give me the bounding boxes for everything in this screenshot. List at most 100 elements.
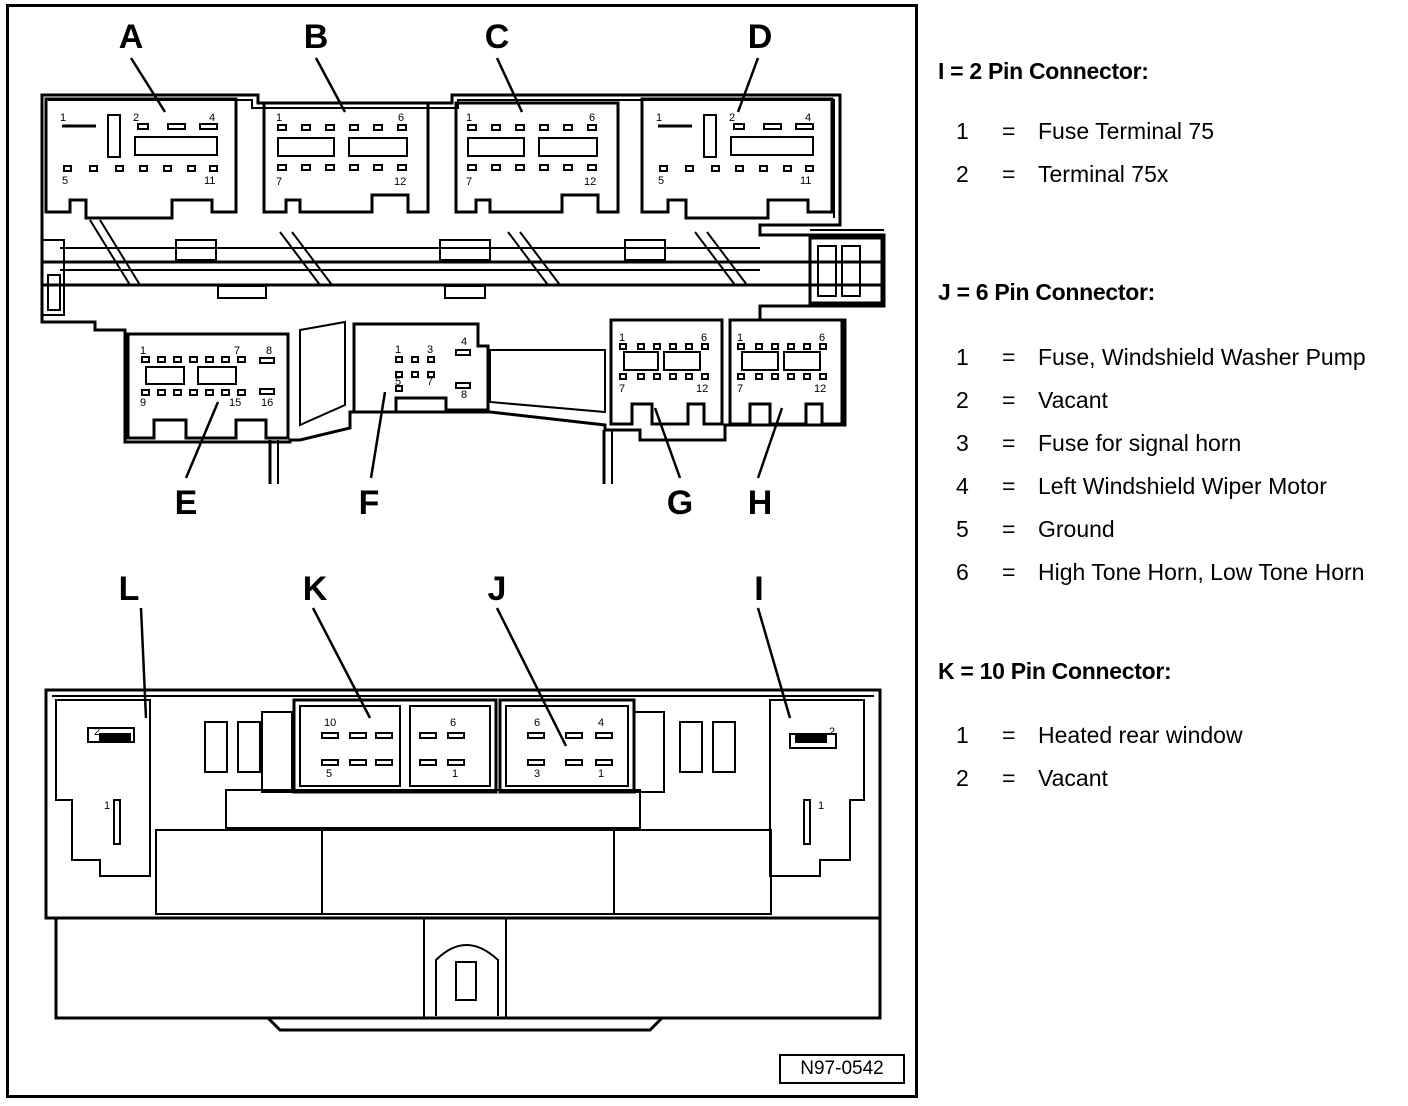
pin-label: 4 [461, 336, 467, 348]
pin-label: 5 [395, 376, 401, 388]
equals-sign: = [1002, 161, 1016, 187]
equals-sign: = [1002, 430, 1016, 456]
legend-row: 1 = Fuse, Windshield Washer Pump [938, 344, 1406, 387]
pin-number: 1 [956, 722, 969, 748]
pin-label: 7 [737, 383, 743, 395]
pin-number: 6 [956, 559, 969, 585]
pin-label: 6 [819, 332, 825, 344]
legend-row: 3 = Fuse for signal horn [938, 430, 1406, 473]
pin-label: 1 [466, 112, 472, 124]
pin-label: 3 [427, 344, 433, 356]
pin-number: 2 [956, 765, 969, 791]
equals-sign: = [1002, 344, 1016, 370]
leader-lines-upper [129, 57, 784, 479]
pin-label: 6 [450, 717, 456, 729]
pin-label: 4 [598, 717, 604, 729]
connector-f-housing [352, 322, 490, 414]
pin-label: 6 [534, 717, 540, 729]
pin-label: 1 [452, 768, 458, 780]
pin-legend: I = 2 Pin Connector: 1 = Fuse Terminal 7… [938, 58, 1406, 808]
pin-label: 7 [619, 383, 625, 395]
equals-sign: = [1002, 118, 1016, 144]
legend-row: 5 = Ground [938, 516, 1406, 559]
pin-label: 4 [209, 112, 215, 124]
connector-b-housing [262, 101, 430, 214]
pin-description: Vacant [1038, 387, 1108, 413]
equals-sign: = [1002, 722, 1016, 748]
equals-sign: = [1002, 516, 1016, 542]
legend-row: 2 = Vacant [938, 765, 1406, 808]
connector-g-housing [609, 318, 724, 426]
pin-label: 16 [261, 397, 273, 409]
pin-label: 1 [140, 345, 146, 357]
pin-label: 1 [276, 112, 282, 124]
legend-row: 2 = Terminal 75x [938, 161, 1406, 204]
connector-l-housing [87, 727, 135, 845]
connector-label-g: G [667, 484, 693, 522]
pin-label: 6 [589, 112, 595, 124]
upper-relay-panel [40, 93, 886, 484]
legend-title-j: J = 6 Pin Connector: [938, 279, 1156, 305]
connector-i-housing [789, 733, 837, 845]
pin-label: 12 [584, 176, 596, 188]
figure-id-text: N97-0542 [800, 1058, 884, 1079]
lower-relay-panel [44, 688, 882, 1032]
pin-description: Left Windshield Wiper Motor [1038, 473, 1327, 499]
pin-number: 1 [956, 344, 969, 370]
connector-diagram: A B C D E F G H L K J I 1 2 4 5 11 1 6 7… [40, 18, 886, 1032]
pin-label: 6 [701, 332, 707, 344]
pin-label: 8 [266, 345, 272, 357]
pin-label: 4 [805, 112, 811, 124]
pin-label: 7 [276, 176, 282, 188]
equals-sign: = [1002, 473, 1016, 499]
pin-label: 5 [62, 175, 68, 187]
pin-label: 5 [658, 175, 664, 187]
legend-title-k: K = 10 Pin Connector: [938, 658, 1172, 684]
pin-label: 11 [800, 175, 811, 187]
pin-label: 12 [696, 383, 708, 395]
pin-number: 2 [956, 161, 969, 187]
pin-label: 7 [427, 376, 433, 388]
diagram-frame [6, 4, 918, 1098]
legend-row: 1 = Fuse Terminal 75 [938, 118, 1406, 161]
connector-label-k: K [303, 570, 328, 608]
connector-label-a: A [119, 18, 144, 56]
pin-number: 4 [956, 473, 969, 499]
pin-label: 1 [818, 800, 824, 812]
pin-number: 1 [956, 118, 969, 144]
legend-row: 2 = Vacant [938, 387, 1406, 430]
pin-label: 11 [204, 175, 215, 187]
connector-h-housing [728, 318, 844, 426]
legend-title-i: I = 2 Pin Connector: [938, 58, 1149, 84]
connector-label-l: L [119, 570, 140, 608]
pin-number: 2 [956, 387, 969, 413]
pin-label: 1 [656, 112, 662, 124]
connector-label-h: H [748, 484, 773, 522]
connector-label-j: J [488, 570, 507, 608]
pin-label: 5 [326, 768, 332, 780]
pin-description: Vacant [1038, 765, 1108, 791]
connector-j-housing [498, 698, 636, 794]
connector-label-b: B [304, 18, 329, 56]
figure-id-box: N97-0542 [779, 1054, 905, 1084]
pin-label: 12 [814, 383, 826, 395]
pin-label: 9 [140, 397, 146, 409]
pin-description: Terminal 75x [1038, 161, 1169, 187]
pin-label: 7 [466, 176, 472, 188]
pin-label: 1 [619, 332, 625, 344]
connector-d-housing [640, 97, 834, 220]
connector-c-housing [454, 101, 620, 214]
connector-label-i: I [754, 570, 763, 608]
legend-row: 1 = Heated rear window [938, 722, 1406, 765]
pin-label: 1 [737, 332, 743, 344]
pin-label: 12 [394, 176, 406, 188]
legend-section-k: K = 10 Pin Connector: 1 = Heated rear wi… [938, 658, 1406, 808]
connector-label-d: D [748, 18, 773, 56]
pin-label: 3 [534, 768, 540, 780]
connector-a-housing [44, 97, 238, 220]
legend-section-i: I = 2 Pin Connector: 1 = Fuse Terminal 7… [938, 58, 1406, 204]
pin-description: High Tone Horn, Low Tone Horn [1038, 559, 1365, 585]
pin-number: 3 [956, 430, 969, 456]
pin-label: 10 [324, 717, 336, 729]
pin-label: 8 [461, 389, 467, 401]
